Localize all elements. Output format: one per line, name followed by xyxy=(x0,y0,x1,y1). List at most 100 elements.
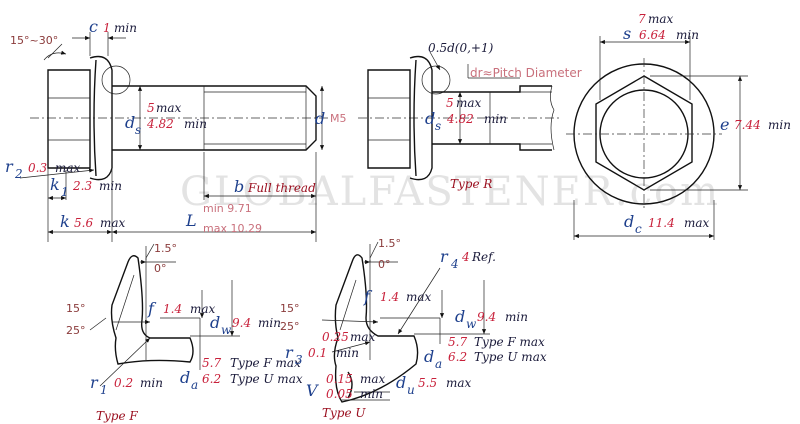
dim-dc: d c 11.4 max xyxy=(624,212,710,236)
dimension-label: max 10.29 xyxy=(203,222,262,235)
dimension-label: Type U max xyxy=(474,350,547,364)
dimension-label: Type U max xyxy=(230,372,303,386)
dimension-label: 4.82 xyxy=(446,112,474,126)
dimension-label: f xyxy=(147,299,157,318)
typeU-detail xyxy=(321,241,490,403)
dimension-label: 25° xyxy=(280,320,300,333)
dimension-label: s xyxy=(623,24,631,43)
dimension-label: 25° xyxy=(66,324,86,337)
dimension-label: Ref. xyxy=(471,250,496,264)
dimension-label: min xyxy=(114,21,137,35)
dimension-label: 15° xyxy=(66,302,86,315)
dimension-label: d xyxy=(125,113,135,132)
dimension-label: 11.4 xyxy=(648,216,675,230)
dimension-label: Full thread xyxy=(247,181,316,195)
dimension-label: M5 xyxy=(330,112,347,125)
dimension-label: min xyxy=(484,112,507,126)
dimension-label: d xyxy=(425,109,435,128)
dimension-label: 5.6 xyxy=(74,216,93,230)
dimension-label: r xyxy=(440,247,449,266)
dimension-label: k xyxy=(60,212,70,231)
dimension-label: 6.2 xyxy=(202,372,221,386)
dimension-label: Type F max xyxy=(474,335,545,349)
dimension-label: min xyxy=(336,346,359,360)
typeR-bolt-view xyxy=(358,51,560,181)
dimension-label: Type F max xyxy=(230,356,301,370)
dim-b: b Full thread xyxy=(234,177,316,196)
typeU-title: Type U xyxy=(322,406,366,420)
dimension-label: 5.5 xyxy=(418,376,437,390)
watermark: GLOBALFASTENER.com xyxy=(180,169,720,215)
dim-k: k 5.6 max xyxy=(60,212,126,231)
typeF-detail xyxy=(89,243,240,387)
dimension-label: V xyxy=(306,381,319,400)
dimension-label: max xyxy=(100,216,126,230)
dimension-label: max xyxy=(156,101,182,115)
dimension-label: d xyxy=(315,109,325,128)
dimension-label: d xyxy=(180,368,190,387)
dimension-label: 0.25 xyxy=(322,330,349,344)
dimension-label: 1 xyxy=(100,383,108,397)
dimension-label: w xyxy=(466,317,477,331)
typeR-labels: 0.5d(0,+1) dr≈Pitch Diameter 5 max d s 4… xyxy=(425,41,582,191)
dimension-label: f xyxy=(363,287,373,306)
dimension-label: 5 xyxy=(147,101,155,115)
dimension-label: 3 xyxy=(295,353,303,367)
dimension-label: d xyxy=(210,313,220,332)
dimension-label: 1.4 xyxy=(163,302,182,316)
dimension-label: d xyxy=(424,347,434,366)
typeF-labels: 1.5° 0° 15° 25° f 1.4 max d w 9.4 min 5.… xyxy=(66,242,303,423)
dimension-label: r xyxy=(285,343,294,362)
typeF-title: Type F xyxy=(96,409,138,423)
dimension-label: 4 xyxy=(450,257,459,271)
dimension-label: 4.82 xyxy=(146,117,174,131)
dimension-label: s xyxy=(435,119,441,133)
dimension-label: a xyxy=(435,357,442,371)
dimension-label: min xyxy=(99,179,122,193)
dimension-label: max xyxy=(456,96,482,110)
dimension-label: 7.44 xyxy=(734,118,761,132)
dimension-label: r xyxy=(5,157,14,176)
dimension-label: 0° xyxy=(154,262,167,275)
dimension-label: 1.5° xyxy=(154,242,177,255)
dimension-label: 1.4 xyxy=(380,290,399,304)
dimension-label: u xyxy=(407,383,415,397)
dimension-label: 0.2 xyxy=(114,376,133,390)
dimension-label: 9.4 xyxy=(477,310,496,324)
dimension-label: min xyxy=(768,118,791,132)
dimension-label: 0.1 xyxy=(308,346,327,360)
dimension-label: max xyxy=(190,302,216,316)
dimension-label: min xyxy=(676,28,699,42)
dimension-label: e xyxy=(720,115,729,134)
dimension-label: 7 xyxy=(638,12,646,26)
dimension-label: min 9.71 xyxy=(203,202,252,215)
dimension-label: min xyxy=(360,387,383,401)
dimension-label: 1 xyxy=(61,185,69,199)
dimension-label: 2.3 xyxy=(72,179,92,193)
dim-s: 7 max s 6.64 min xyxy=(623,12,699,43)
dimension-label: c xyxy=(635,222,642,236)
dimension-label: r xyxy=(90,373,99,392)
dimension-label: max xyxy=(446,376,472,390)
dimension-label: 0.3 xyxy=(28,161,47,175)
dimension-label: 0.5d(0,+1) xyxy=(428,41,494,55)
dimension-label: 9.4 xyxy=(232,316,251,330)
dimension-label: 5.7 xyxy=(202,356,221,370)
dim-e: e 7.44 min xyxy=(720,115,791,134)
dimension-label: max xyxy=(360,372,386,386)
dimension-label: max xyxy=(684,216,710,230)
main-angle-range: 15°~30° xyxy=(10,34,58,47)
main-bolt-view xyxy=(19,32,330,242)
dimension-label: 6.64 xyxy=(639,28,666,42)
dimension-label: max xyxy=(648,12,674,26)
dimension-label: L xyxy=(185,211,197,230)
dimension-label: 0.15 xyxy=(326,372,353,386)
dimension-label: max xyxy=(350,330,376,344)
dimension-label: dr≈Pitch Diameter xyxy=(470,66,582,80)
dimension-label: min xyxy=(505,310,528,324)
typeR-title: Type R xyxy=(450,177,492,191)
dimension-label: a xyxy=(191,378,198,392)
dimension-label: min xyxy=(258,316,281,330)
dimension-label: max xyxy=(406,290,432,304)
